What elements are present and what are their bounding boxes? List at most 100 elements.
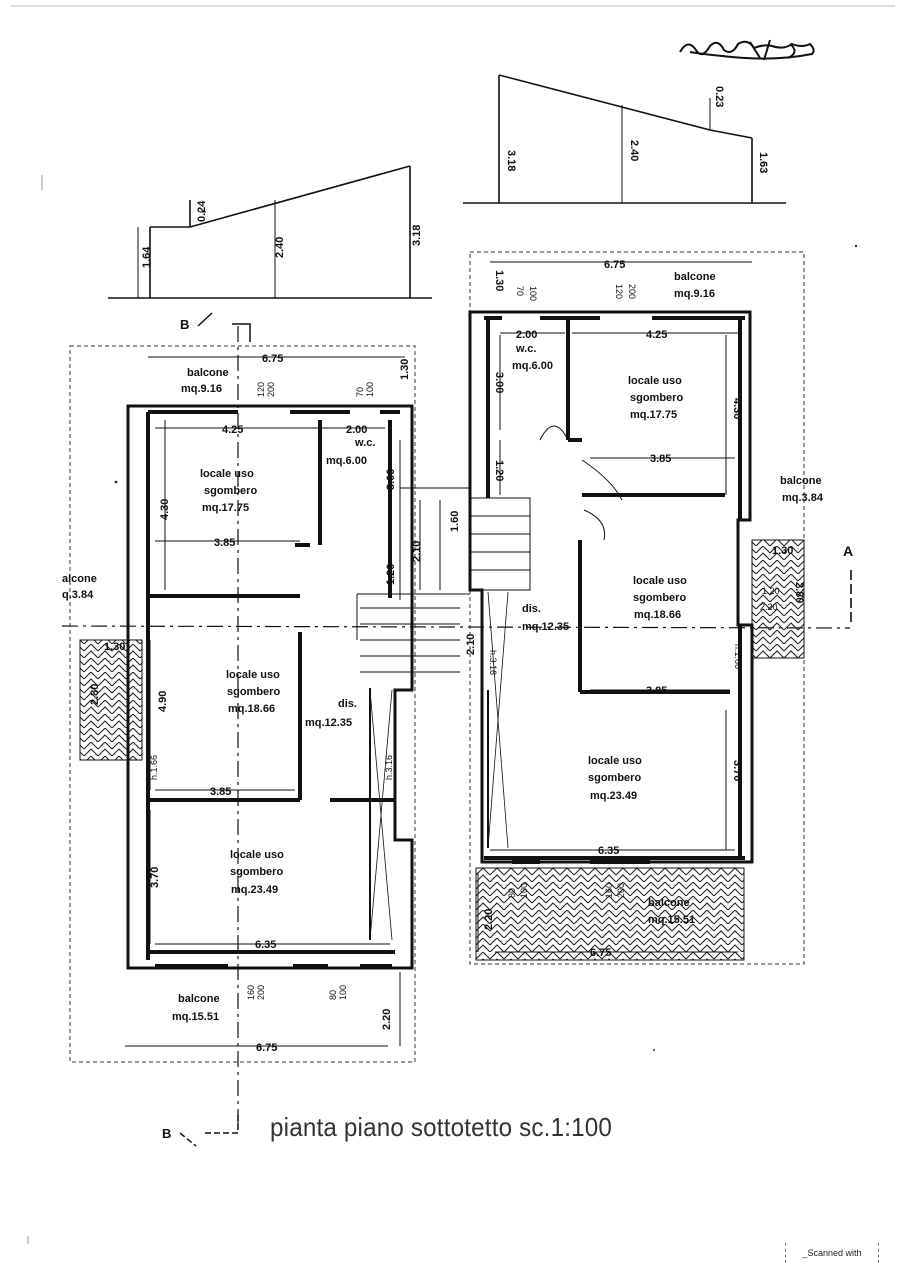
left-room-a-area: mq.17.75 <box>202 502 249 514</box>
left-balcone-bottom-d: 2.20 <box>381 1009 393 1030</box>
left-window-d-num: 80 <box>328 990 338 1000</box>
left-room-c-name1: locale uso <box>230 849 284 861</box>
left-d-210b: 2.10 <box>465 634 477 655</box>
right-window-c-num: 80 <box>507 888 517 898</box>
left-wc-area: mq.6.00 <box>326 455 367 467</box>
right-width-top: 6.75 <box>604 259 625 271</box>
right-room-c-name2: sgombero <box>588 772 641 784</box>
left-d-210: 2.10 <box>411 541 423 562</box>
right-wc-w: 2.00 <box>516 329 537 341</box>
section-mark-b-top: B <box>180 317 189 332</box>
dim-right-240: 2.40 <box>628 140 640 161</box>
left-balcone-side-area: q.3.84 <box>62 589 94 601</box>
left-window-a-den: 200 <box>266 382 276 397</box>
left-wc-w: 2.00 <box>346 424 367 436</box>
left-room-b-hl: h.1.66 <box>149 755 159 780</box>
right-wc-h: 3.00 <box>493 372 505 393</box>
right-balcone-side-w2: 1.20 <box>762 586 780 596</box>
left-room-a-h: 4.30 <box>159 499 171 520</box>
right-balcone-side-name: balcone <box>780 475 822 487</box>
dim-left-024: 0.24 <box>196 200 208 222</box>
right-balcone-side-area: mq.3.84 <box>782 492 824 504</box>
left-room-c-area: mq.23.49 <box>231 884 278 896</box>
left-d-160: 1.60 <box>449 511 461 532</box>
right-window-a-den: 100 <box>528 286 538 301</box>
left-room-b-name2: sgombero <box>227 686 280 698</box>
right-room-c-name1: locale uso <box>588 755 642 767</box>
left-room-c-name2: sgombero <box>230 866 283 878</box>
left-window-b-num: 70 <box>355 387 365 397</box>
right-balcone-bottom-area: mq.15.51 <box>648 914 695 926</box>
left-room-c-w: 6.35 <box>255 939 276 951</box>
dim-left-318: 3.18 <box>411 225 423 246</box>
right-balcone-top-name: balcone <box>674 271 716 283</box>
right-dis-h: h.3.16 <box>488 650 498 675</box>
right-room-a-name1: locale uso <box>628 375 682 387</box>
left-window-b-den: 100 <box>365 382 375 397</box>
left-room-b-w: 3.85 <box>210 786 231 798</box>
dim-left-164: 1.64 <box>141 246 153 268</box>
left-balcone-bottom-area: mq.15.51 <box>172 1011 219 1023</box>
left-window-c-den: 200 <box>256 985 266 1000</box>
right-unit <box>468 251 805 965</box>
left-room-a-name2: sgombero <box>204 485 257 497</box>
left-balcone-side-w: 1.30 <box>104 641 125 653</box>
scanned-with-label: _Scanned with <box>785 1243 879 1263</box>
left-width-top: 6.75 <box>262 353 283 365</box>
left-room-a-name1: locale uso <box>200 468 254 480</box>
left-unit <box>69 345 470 1063</box>
left-dis-area: mq.12.35 <box>305 717 352 729</box>
dim-left-240: 2.40 <box>274 237 286 258</box>
right-balcone-top-area: mq.9.16 <box>674 288 715 300</box>
left-wc-h: 3.00 <box>385 469 397 490</box>
right-d-130: 1.30 <box>493 270 505 291</box>
right-balcone-bottom-d: 2.20 <box>483 909 495 930</box>
left-balcone-side-name: alcone <box>62 573 97 585</box>
left-dis-h: h.3.16 <box>384 755 394 780</box>
right-window-b-num: 120 <box>614 284 624 299</box>
right-wc-name: w.c. <box>515 343 536 355</box>
left-balcone-side-h: 2.80 <box>89 684 101 705</box>
section-line-a <box>61 625 851 629</box>
left-balcone-bottom-w: 6.75 <box>256 1042 277 1054</box>
right-d-120: 1.20 <box>493 460 505 481</box>
right-window-b-den: 200 <box>627 284 637 299</box>
right-dis-name: dis. <box>522 603 541 615</box>
left-balcone-bottom-name: balcone <box>178 993 220 1005</box>
right-room-c-h: 3.70 <box>731 760 743 781</box>
right-window-a-num: 70 <box>515 286 525 296</box>
left-room-b-area: mq.18.66 <box>228 703 275 715</box>
left-window-d-den: 100 <box>338 985 348 1000</box>
drawing-title: pianta piano sottotetto sc.1:100 <box>270 1112 613 1142</box>
right-balcone-side-w: 1.30 <box>772 545 793 557</box>
left-window-a-num: 120 <box>256 382 266 397</box>
right-room-b-area: mq.18.66 <box>634 609 681 621</box>
right-room-a-w2: 3.85 <box>650 453 671 465</box>
left-balcone-top-area: mq.9.16 <box>181 383 222 395</box>
right-room-b-w: 3.85 <box>646 685 667 697</box>
right-room-a-h: 4.30 <box>731 398 743 419</box>
section-mark-a: A <box>843 543 853 559</box>
right-room-c-w: 6.35 <box>598 845 619 857</box>
right-room-c-area: mq.23.49 <box>590 790 637 802</box>
right-room-b-hl: h.1.66 <box>733 644 743 669</box>
left-d-130: 1.30 <box>399 359 411 380</box>
section-profile-right <box>463 74 786 204</box>
right-balcone-side-h: 2.80 <box>793 582 805 603</box>
left-room-a-w2: 3.85 <box>214 537 235 549</box>
left-wc-name: w.c. <box>354 437 375 449</box>
left-balcone-top-name: balcone <box>187 367 229 379</box>
left-room-c-h: 3.70 <box>149 867 161 888</box>
right-room-b-name1: locale uso <box>633 575 687 587</box>
right-balcone-bottom-name: balcone <box>648 897 690 909</box>
right-balcone-bottom-w: 6.75 <box>590 947 611 959</box>
left-room-b-name1: locale uso <box>226 669 280 681</box>
right-window-c-den: 100 <box>519 883 529 898</box>
right-room-a-area: mq.17.75 <box>630 409 677 421</box>
dim-right-023: 0.23 <box>713 86 725 107</box>
right-window-d-den: 200 <box>616 883 626 898</box>
right-window-d-num: 160 <box>604 883 614 898</box>
left-window-c-num: 160 <box>246 985 256 1000</box>
dim-right-318: 3.18 <box>505 150 517 171</box>
